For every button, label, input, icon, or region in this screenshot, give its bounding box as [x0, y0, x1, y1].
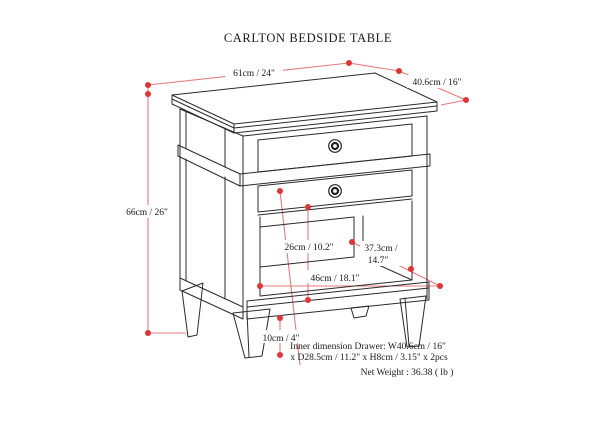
dimension-label-shelf-width: 46cm / 18.1": [311, 274, 360, 284]
front-left-leg: [232, 308, 271, 359]
top-drawer-knob-ring: [330, 141, 340, 151]
drawer-note-line2: x D28.5cm / 11.2" x H8cm / 3.15" x 2pcs: [290, 353, 448, 363]
dimension-label-depth: 40.6cm / 16": [413, 78, 462, 88]
second-drawer-front: [257, 169, 413, 213]
dimension-connector: [348, 62, 400, 72]
net-weight-note: Net Weight : 36.38 ( lb ): [361, 367, 454, 378]
molding-band-front: [239, 153, 431, 187]
dimension-dots: [145, 60, 469, 358]
dimension-label-shelf-depth-2: 14.7": [368, 256, 389, 266]
diagram-title: CARLTON BEDSIDE TABLE: [224, 31, 392, 45]
dimension-label-width: 61cm / 24": [233, 69, 275, 79]
carcass-bottom-edge: [246, 299, 430, 320]
dimension-label-height: 66cm / 26": [126, 208, 168, 218]
furniture-outline: [171, 72, 438, 359]
dimension-connector: [440, 99, 467, 106]
side-bottom-rail: [179, 277, 244, 308]
carcass-top-edge: [179, 108, 428, 137]
front-right-leg: [399, 295, 427, 348]
dimension-label-shelf-height: 26cm / 10.2": [285, 243, 334, 253]
drawer-note-line1: Inner dimension Drawer: W40.6cm / 16": [290, 342, 446, 352]
drawer-knobs: [328, 139, 342, 198]
top-drawer-knob: [328, 139, 342, 153]
second-drawer-knob-ring: [330, 186, 340, 196]
shelf-board-thickness: [246, 287, 430, 308]
interior-back-bottom: [259, 256, 355, 268]
interior-back-top: [259, 216, 355, 228]
tabletop-surface: [171, 72, 438, 125]
dimension-label-leg-height: 10cm / 4": [262, 334, 299, 344]
dimension-label-shelf-depth-1: 37.3cm /: [364, 244, 398, 254]
second-drawer-knob: [328, 184, 342, 198]
label-backgrounds: [121, 66, 467, 343]
rail-under-drawer: [257, 198, 413, 216]
shelf-surface-front: [259, 279, 413, 297]
side-bottom-edge: [179, 289, 244, 320]
rear-left-leg: [181, 282, 204, 338]
shelf-notch: [350, 305, 370, 319]
side-stiles-lower: [185, 158, 226, 300]
shelf-board-top: [246, 281, 430, 302]
side-stiles-upper: [185, 111, 226, 168]
molding-band-side: [177, 144, 241, 187]
